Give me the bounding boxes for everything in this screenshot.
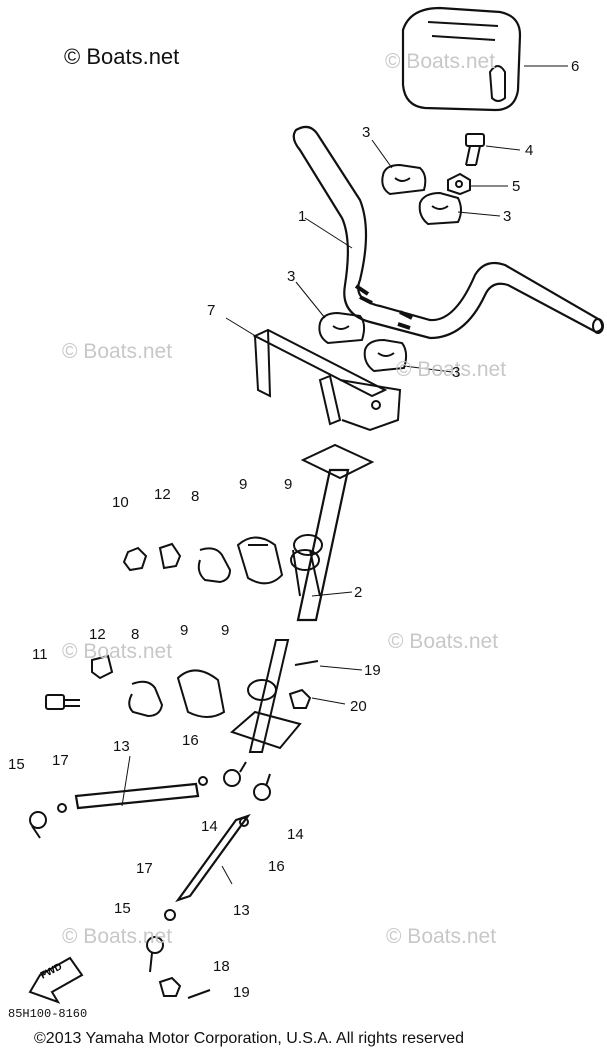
callout-15b: 15 — [114, 900, 131, 917]
handlebar-pad — [401, 6, 522, 112]
watermark-faint-1: © Boats.net — [385, 50, 496, 73]
handlebar — [292, 125, 604, 340]
tie-rods — [29, 761, 271, 973]
leader-lines — [121, 65, 568, 885]
callout-16b: 16 — [268, 858, 285, 875]
callout-2: 2 — [354, 584, 363, 601]
small-hardware — [158, 660, 319, 999]
watermark-main: © Boats.net — [64, 44, 180, 69]
steering-column — [230, 443, 375, 753]
callout-19b: 19 — [233, 984, 250, 1001]
callout-8b: 8 — [131, 626, 140, 643]
part-number-code: 85H100-8160 — [8, 1007, 88, 1021]
callout-14b: 14 — [287, 826, 304, 843]
callout-16a: 16 — [182, 732, 199, 749]
callout-9a: 9 — [239, 476, 248, 493]
callout-7: 7 — [207, 302, 216, 319]
callout-13b: 13 — [233, 902, 250, 919]
upper-bushing-set — [122, 536, 284, 585]
callout-17a: 17 — [52, 752, 69, 769]
handlebar-clamp — [318, 163, 462, 373]
fwd-arrow-icon — [28, 956, 84, 1004]
lower-bushing-set — [45, 654, 226, 718]
watermark-faint-4: © Boats.net — [62, 640, 173, 663]
callout-10: 10 — [112, 494, 129, 511]
washer-5 — [447, 172, 471, 196]
callout-3a: 3 — [362, 124, 371, 141]
callout-11: 11 — [32, 646, 48, 663]
callout-3d: 3 — [452, 364, 461, 381]
callout-9b: 9 — [284, 476, 293, 493]
callout-1: 1 — [298, 208, 307, 225]
callout-13a: 13 — [113, 738, 130, 755]
callout-3b: 3 — [503, 208, 512, 225]
callout-12a: 12 — [154, 486, 171, 503]
callout-17b: 17 — [136, 860, 153, 877]
bolt-4 — [465, 133, 485, 166]
callout-20: 20 — [350, 698, 367, 715]
callout-15a: 15 — [8, 756, 25, 773]
callout-3c: 3 — [287, 268, 296, 285]
callout-12b: 12 — [89, 626, 106, 643]
watermark-faint-7: © Boats.net — [386, 925, 497, 948]
watermark-faint-2: © Boats.net — [62, 340, 173, 363]
callout-14a: 14 — [201, 818, 218, 835]
callout-6: 6 — [571, 58, 580, 75]
column-holder — [252, 328, 402, 432]
watermark-faint-3: © Boats.net — [396, 358, 507, 381]
callout-5: 5 — [512, 178, 521, 195]
callout-9d: 9 — [221, 622, 230, 639]
copyright-notice: ©2013 Yamaha Motor Corporation, U.S.A. A… — [34, 1030, 465, 1047]
callout-18: 18 — [213, 958, 230, 975]
watermark-faint-5: © Boats.net — [388, 630, 499, 653]
callout-19a: 19 — [364, 662, 381, 679]
callout-8a: 8 — [191, 488, 200, 505]
callout-9c: 9 — [180, 622, 189, 639]
callout-4: 4 — [525, 142, 534, 159]
watermark-faint-6: © Boats.net — [62, 925, 173, 948]
